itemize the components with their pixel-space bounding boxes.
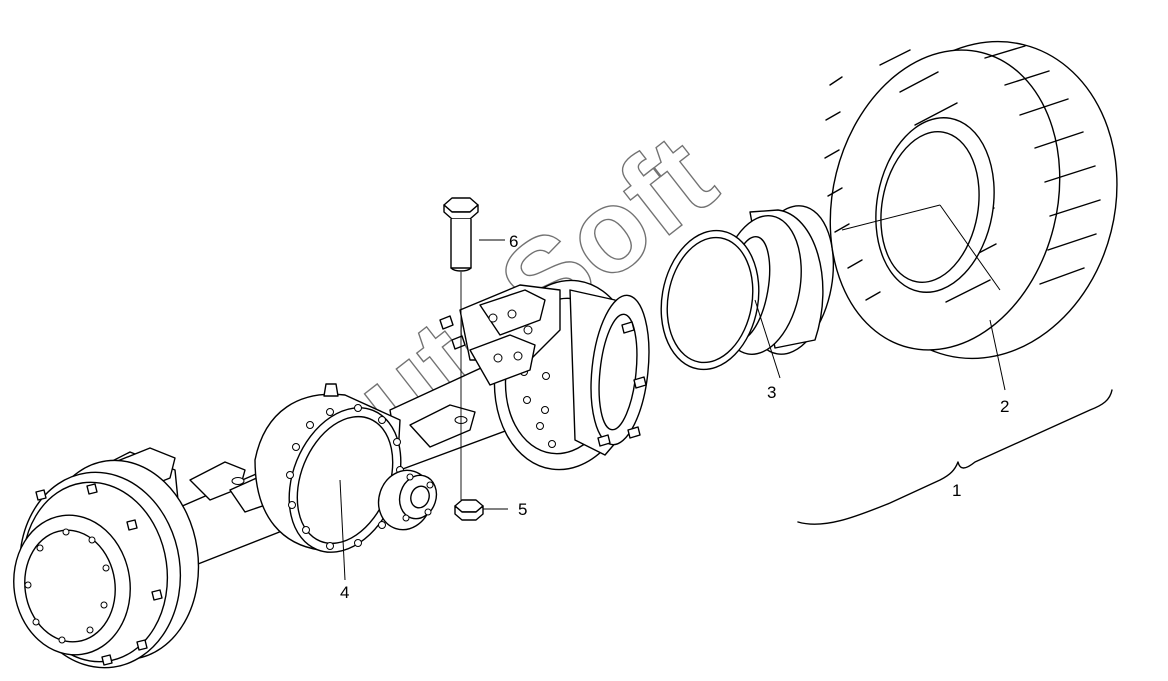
callout-1: 1	[952, 481, 961, 500]
wheel-studs	[35, 483, 163, 666]
tire-part-2	[824, 40, 1118, 360]
callout-2: 2	[1000, 397, 1009, 416]
callout-6: 6	[509, 232, 518, 251]
hub-bolts	[24, 528, 110, 644]
callout-3: 3	[767, 383, 776, 402]
hub-studs	[597, 321, 647, 447]
callout-labels: 1 2 3 4 5 6	[340, 232, 1009, 602]
leader-lines	[339, 204, 1006, 581]
rim-part-3	[660, 205, 835, 371]
callout-5: 5	[518, 500, 527, 519]
left-wheel-hub	[13, 447, 200, 669]
callout-4: 4	[340, 583, 349, 602]
assembly-bracket	[797, 389, 1113, 525]
nut-part-5	[454, 499, 484, 521]
caliper-block	[439, 284, 561, 386]
bolt-part-6	[443, 197, 479, 500]
